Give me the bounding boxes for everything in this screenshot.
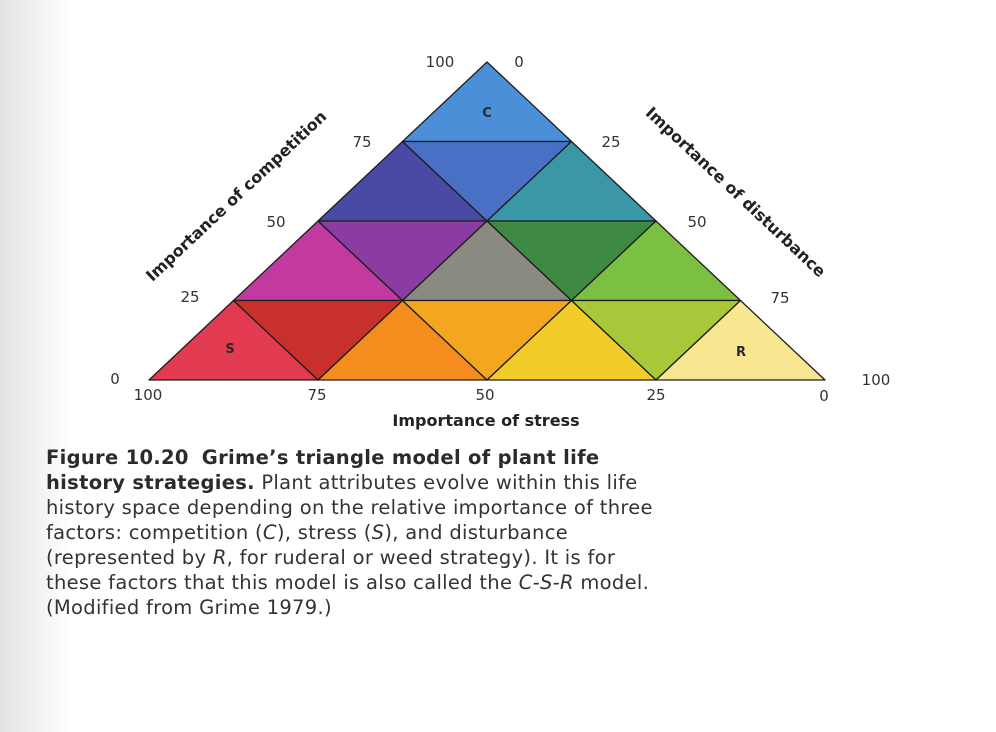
tick-competition-0: 0: [110, 370, 120, 388]
caption-text: factors: competition (: [46, 521, 263, 544]
caption-line-3: history space depending on the relative …: [46, 496, 653, 519]
caption-italic: C: [262, 521, 277, 544]
tick-competition-50: 50: [266, 213, 285, 231]
tick-stress-25: 25: [646, 386, 665, 404]
tick-competition-75: 75: [352, 133, 371, 151]
caption-italic: R: [212, 546, 227, 569]
tick-disturbance-50: 50: [687, 213, 706, 231]
caption-text: Plant attributes evolve within this life: [254, 471, 638, 494]
region-r: [655, 299, 826, 381]
tick-stress-75: 75: [307, 386, 326, 404]
corner-label-c: C: [482, 106, 492, 121]
caption-text: model.: [573, 571, 650, 594]
caption-line-2: history strategies. Plant attributes evo…: [46, 470, 966, 495]
corner-label-r: R: [736, 345, 746, 360]
tick-competition-25: 25: [180, 288, 199, 306]
tick-stress-0: 0: [819, 387, 829, 405]
caption-text: (represented by: [46, 546, 213, 569]
tick-stress-50: 50: [475, 386, 494, 404]
caption-line-1: Figure 10.20 Grime’s triangle model of p…: [46, 445, 966, 470]
caption-line-7: (Modified from Grime 1979.): [46, 596, 332, 619]
figure-number: Figure 10.20: [46, 446, 189, 469]
caption-text: , for ruderal or weed strategy). It is f…: [226, 546, 616, 569]
triangle-regions: [148, 61, 826, 381]
tick-top-disturbance-0: 0: [514, 53, 524, 71]
caption-italic: C-S-R: [518, 571, 574, 594]
page-edge-shadow: [0, 0, 70, 732]
tick-disturbance-100: 100: [862, 371, 891, 389]
caption-text: ), stress (: [276, 521, 372, 544]
tick-top-competition-100: 100: [426, 53, 455, 71]
caption-line-6: these factors that this model is also ca…: [46, 570, 966, 595]
axis-label-stress: Importance of stress: [392, 411, 579, 430]
figure-title-cont: history strategies.: [46, 471, 255, 494]
corner-label-s: S: [225, 342, 234, 357]
region-c: [401, 61, 573, 143]
tick-disturbance-25: 25: [601, 133, 620, 151]
caption-line-4: factors: competition (C), stress (S), an…: [46, 520, 966, 545]
figure-caption: Figure 10.20 Grime’s triangle model of p…: [46, 445, 966, 620]
caption-text: ), and disturbance: [384, 521, 569, 544]
caption-italic: S: [371, 521, 385, 544]
figure-title: Grime’s triangle model of plant life: [201, 446, 600, 469]
caption-line-5: (represented by R, for ruderal or weed s…: [46, 545, 966, 570]
tick-stress-100: 100: [134, 386, 163, 404]
caption-text: these factors that this model is also ca…: [46, 571, 519, 594]
tick-disturbance-75: 75: [770, 289, 789, 307]
